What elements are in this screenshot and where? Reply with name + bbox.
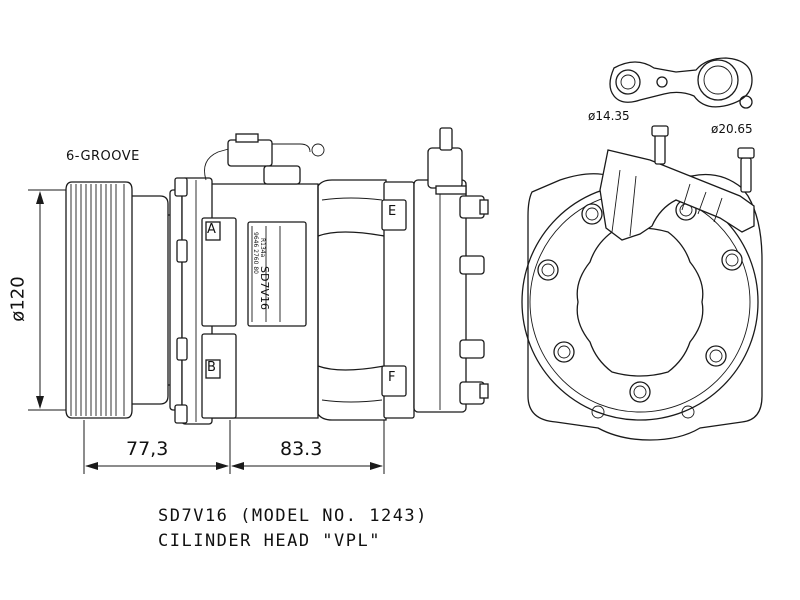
groove-label: 6-GROOVE xyxy=(66,149,140,164)
pulley xyxy=(65,181,183,419)
caption-line-2: CILINDER HEAD "VPL" xyxy=(158,531,381,551)
end-view-bolts xyxy=(537,199,743,403)
caption-line-1: SD7V16 (MODEL NO. 1243) xyxy=(158,506,428,526)
large-port-diameter-label: ø20.65 xyxy=(711,122,753,136)
pulley-diameter-dimension xyxy=(28,189,66,411)
small-port-diameter-label: ø14.35 xyxy=(588,109,630,123)
dim-right-label: 83.3 xyxy=(280,438,323,460)
letter-e-label: E xyxy=(388,204,397,219)
pulley-diameter-label: ø120 xyxy=(7,276,29,322)
letter-f-label: F xyxy=(388,370,396,385)
length-dimensions xyxy=(83,420,385,474)
plate-model-text: SD7V16 xyxy=(258,266,271,310)
dim-left-label: 77,3 xyxy=(126,438,169,460)
port-flange xyxy=(609,57,753,109)
name-plate xyxy=(247,221,307,327)
letter-b-label: B xyxy=(207,360,216,375)
end-view xyxy=(521,125,763,441)
letter-a-label: A xyxy=(207,222,216,237)
plate-refrigerant-text: R134a xyxy=(259,238,266,258)
side-view xyxy=(28,127,489,474)
compressor-body xyxy=(201,127,489,421)
plate-serial-text: 9646 2760 80 xyxy=(252,232,259,274)
